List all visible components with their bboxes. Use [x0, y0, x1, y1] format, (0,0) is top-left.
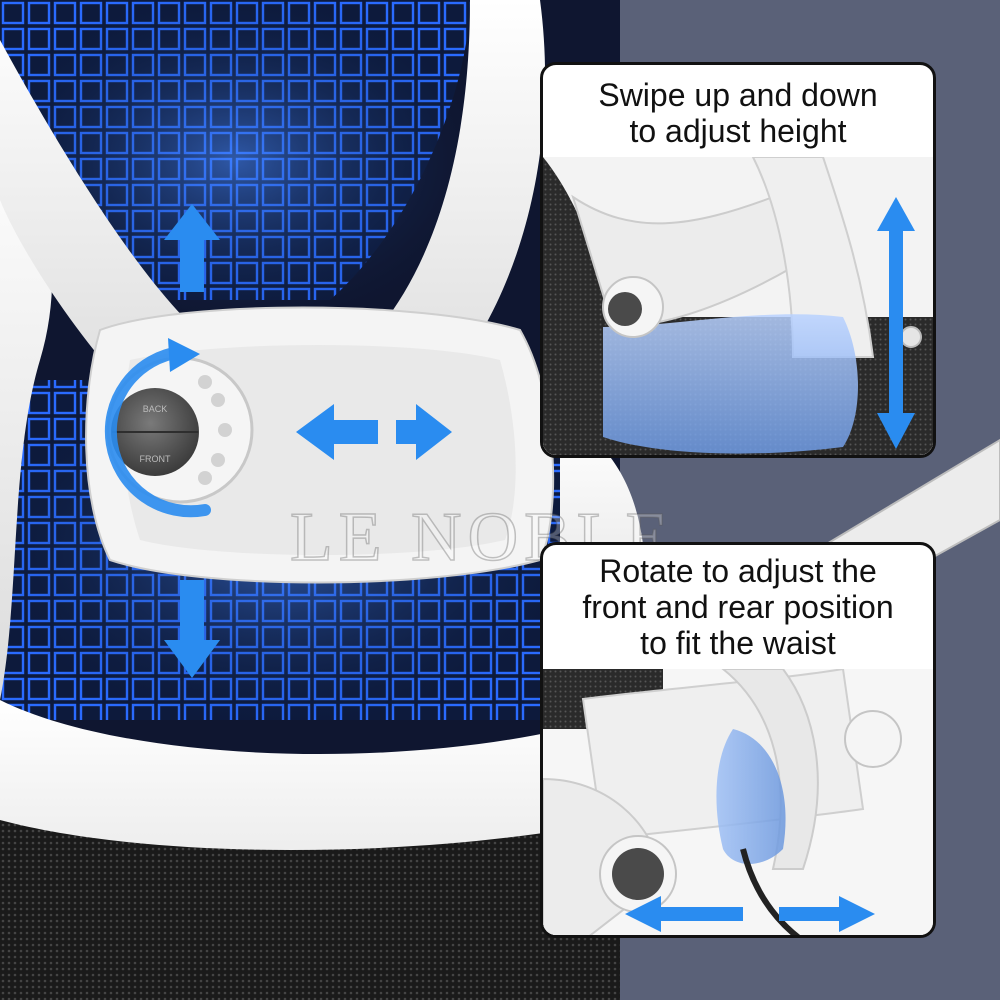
depth-caption: Rotate to adjust the front and rear posi… — [543, 553, 933, 661]
height-caption-line-2: to adjust height — [629, 113, 847, 149]
depth-caption-line-3: to fit the waist — [640, 625, 836, 661]
knob-back-label: BACK — [143, 404, 168, 414]
lumbar-knob: BACK FRONT — [106, 356, 254, 504]
arrow-right-icon — [396, 404, 452, 460]
arrow-up-down-icon — [877, 197, 915, 449]
height-caption-line-1: Swipe up and down — [598, 77, 878, 113]
depth-adjust-callout: Rotate to adjust the front and rear posi… — [540, 542, 936, 938]
height-caption: Swipe up and down to adjust height — [543, 77, 933, 149]
depth-detail-photo — [543, 669, 933, 935]
height-adjust-callout: Swipe up and down to adjust height — [540, 62, 936, 458]
arrow-left-icon — [296, 404, 378, 460]
depth-caption-line-2: front and rear position — [582, 589, 894, 625]
rotate-arrow-icon — [104, 338, 211, 518]
arrow-up-icon — [164, 204, 220, 292]
arrow-down-icon — [164, 580, 220, 678]
depth-caption-line-1: Rotate to adjust the — [599, 553, 877, 589]
arrow-left-right-icon — [625, 896, 875, 932]
knob-front-label: FRONT — [140, 454, 171, 464]
height-detail-photo — [543, 157, 933, 455]
